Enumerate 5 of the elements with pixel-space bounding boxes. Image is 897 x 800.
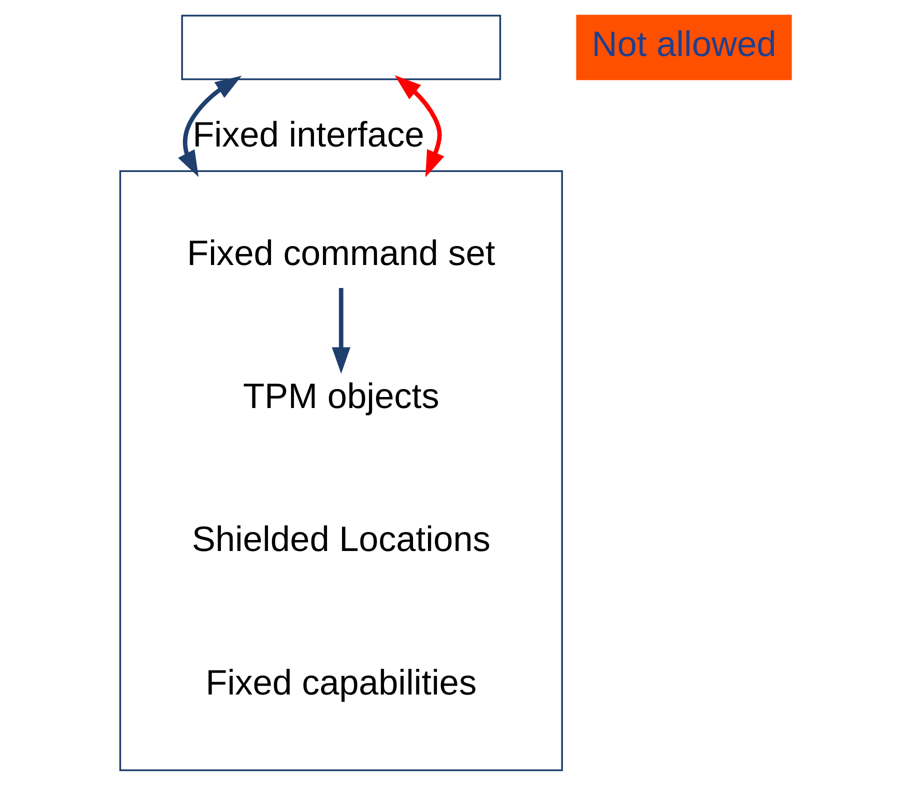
node-text: TPM objects	[242, 376, 440, 416]
node-text: Fixed command set	[187, 234, 496, 273]
label: Fixed capabilities	[206, 663, 477, 702]
edge-label: Fixed interface	[192, 115, 424, 154]
label: Shielded Locations	[192, 520, 490, 560]
